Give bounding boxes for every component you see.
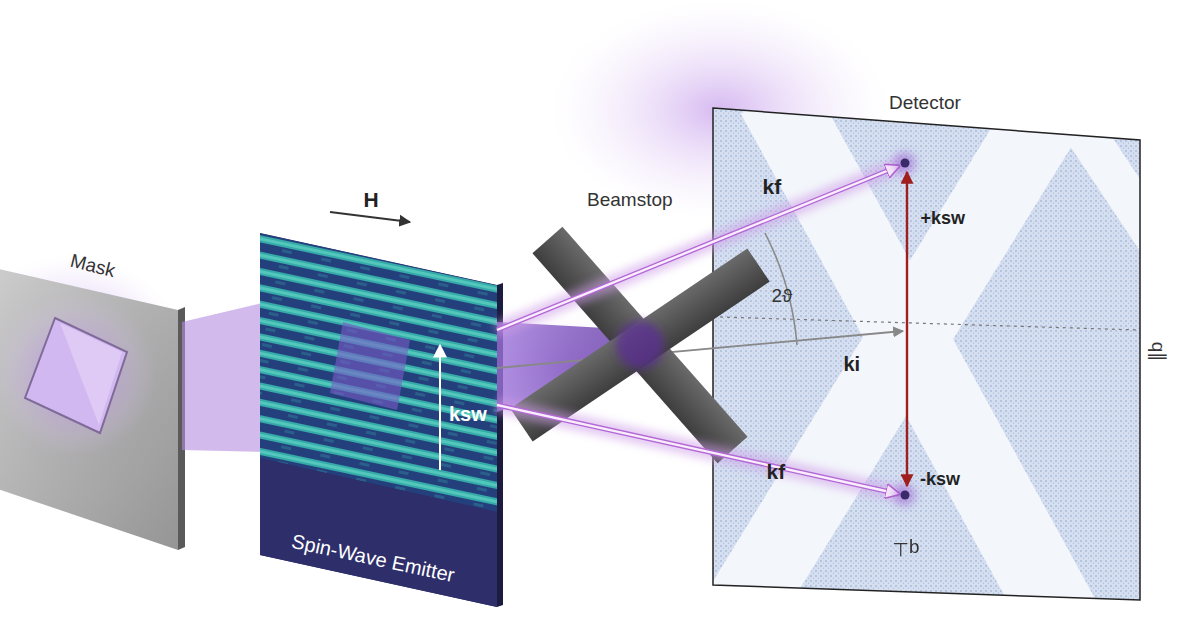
mask: Mask <box>0 238 192 556</box>
detector: Detector +ksw -ksw q∥ q⊥ <box>705 88 1175 610</box>
beam-axis <box>720 317 1138 330</box>
mask-plate <box>0 268 178 550</box>
beam-footprint <box>330 322 410 410</box>
field-label: H <box>364 188 379 212</box>
scattered-beam-glow <box>497 163 905 330</box>
incident-vector <box>497 331 903 368</box>
angle-arc <box>765 233 797 345</box>
mask-glow <box>0 295 155 455</box>
beamstop <box>510 227 769 463</box>
scattered-vector <box>497 166 899 330</box>
field-arrow <box>330 212 410 222</box>
diffraction-spot <box>901 491 910 500</box>
emitter-band <box>260 458 497 607</box>
axis-label: q⊥ <box>892 538 920 560</box>
scattered-beam <box>497 166 899 330</box>
vector-label: ksw <box>449 403 487 426</box>
vector-label: kf <box>767 460 786 484</box>
part-name: Spin-Wave Emitter <box>289 529 456 586</box>
scattered-vector <box>497 405 899 494</box>
scattered-beam-glow <box>497 405 905 495</box>
detector-shadow-band <box>735 115 1045 620</box>
vector-label: ki <box>844 353 861 376</box>
part-name: Mask <box>68 250 117 282</box>
part-name: Beamstop <box>587 189 673 211</box>
wavevector-arrow <box>906 172 908 486</box>
mask-aperture <box>60 323 122 425</box>
angle-label: 2ϑ <box>772 285 793 307</box>
diffraction-spot-glow <box>894 152 916 174</box>
vector-label: kf <box>763 175 782 199</box>
detector <box>713 95 1170 625</box>
part-name: Detector <box>889 92 961 114</box>
spin-wave-emitter <box>260 233 503 607</box>
beam-spot <box>616 321 664 369</box>
xray-beam <box>182 303 262 452</box>
beamstop: Beamstop <box>528 184 792 476</box>
scattered-beam <box>497 405 899 494</box>
mask-aperture <box>25 318 127 433</box>
vector-label: -ksw <box>920 469 960 490</box>
diffraction-spot <box>901 159 910 168</box>
vector-label: +ksw <box>921 208 966 229</box>
detector-border <box>713 108 1140 600</box>
axis-label: q∥ <box>1147 342 1169 363</box>
emitter-plate <box>260 233 497 607</box>
diffraction-spot-glow <box>894 484 916 506</box>
wavevector-arrow <box>439 345 441 470</box>
detector-shadow-band <box>1070 110 1170 260</box>
